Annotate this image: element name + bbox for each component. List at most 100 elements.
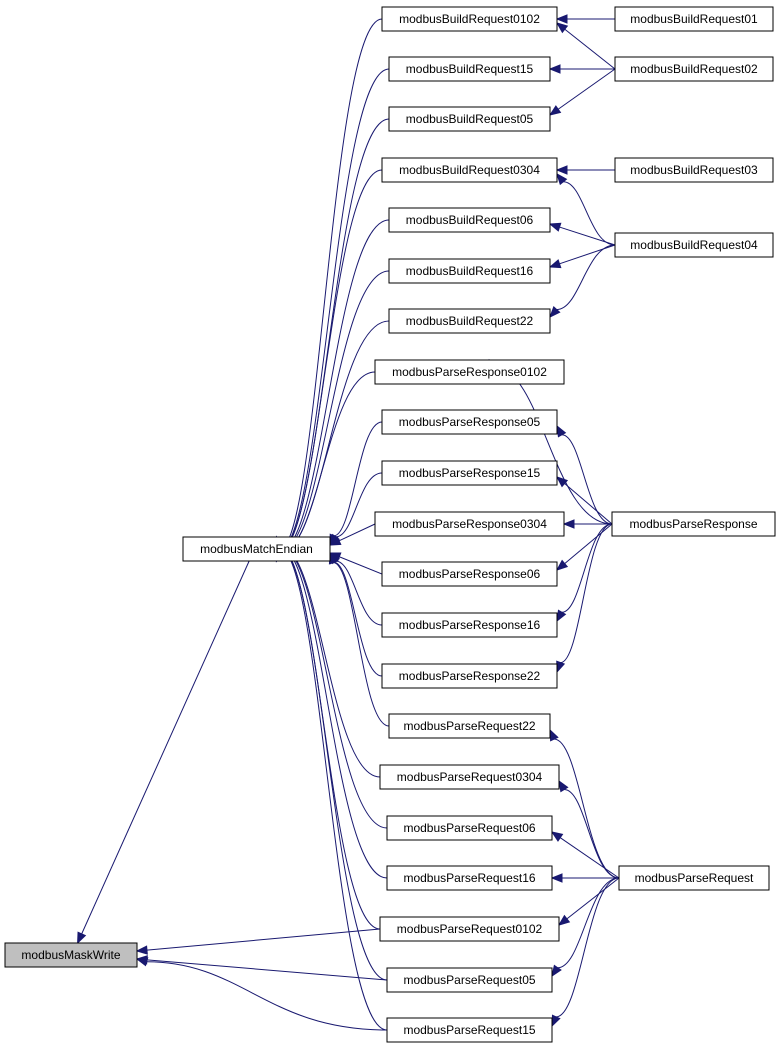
edge-preq-to-pq06 xyxy=(550,831,620,879)
node-modbus-parse-request-05[interactable]: modbusParseRequest05 xyxy=(386,967,553,993)
node-label: modbusParseRequest16 xyxy=(403,871,535,885)
node-label: modbusParseResponse05 xyxy=(399,415,541,429)
edge-presp-to-pr0304 xyxy=(562,519,612,529)
edge-presp-to-pr16 xyxy=(556,523,613,623)
node-modbus-parse-request-0102[interactable]: modbusParseRequest0102 xyxy=(379,916,560,942)
node-modbus-build-request-04[interactable]: modbusBuildRequest04 xyxy=(614,232,774,258)
node-modbus-build-request-0102[interactable]: modbusBuildRequest0102 xyxy=(381,6,558,32)
node-modbus-build-request-22[interactable]: modbusBuildRequest22 xyxy=(388,308,551,334)
node-modbus-parse-response[interactable]: modbusParseResponse xyxy=(611,511,776,537)
edge-br04-to-br16 xyxy=(548,244,616,269)
edge-pq15-to-matchendian xyxy=(274,535,388,1031)
node-label: modbusParseRequest05 xyxy=(403,973,535,987)
node-modbus-parse-response-0304[interactable]: modbusParseResponse0304 xyxy=(374,511,565,537)
edge-presp-to-pr05 xyxy=(556,424,613,525)
edge-br04-to-br0304 xyxy=(556,172,616,246)
edge-br02-to-br15 xyxy=(548,64,615,74)
edge-preq-to-pq16 xyxy=(550,873,619,883)
edge-pq16-to-matchendian xyxy=(275,535,388,879)
node-label: modbusParseResponse22 xyxy=(399,669,541,683)
edge-pq0304-to-matchendian xyxy=(275,535,381,778)
node-label: modbusParseResponse16 xyxy=(399,618,541,632)
node-modbus-parse-response-16[interactable]: modbusParseResponse16 xyxy=(381,612,558,638)
node-modbus-build-request-05[interactable]: modbusBuildRequest05 xyxy=(388,106,551,132)
node-label: modbusMaskWrite xyxy=(21,948,120,962)
node-label: modbusBuildRequest16 xyxy=(406,264,534,278)
node-modbus-build-request-03[interactable]: modbusBuildRequest03 xyxy=(614,157,774,183)
edge-pq05-to-maskwrite xyxy=(135,955,388,981)
node-modbus-parse-response-0102[interactable]: modbusParseResponse0102 xyxy=(374,359,565,385)
edge-pq0102-to-matchendian xyxy=(274,535,381,930)
node-label: modbusBuildRequest01 xyxy=(630,12,758,26)
node-label: modbusParseResponse0102 xyxy=(392,365,547,379)
edge-br15-to-matchendian xyxy=(274,68,390,563)
edge-presp-to-pr0102 xyxy=(488,358,613,525)
node-label: modbusBuildRequest05 xyxy=(406,112,534,126)
node-modbus-build-request-06[interactable]: modbusBuildRequest06 xyxy=(388,207,551,233)
edge-br01-to-br0102 xyxy=(555,14,615,24)
node-modbus-parse-response-06[interactable]: modbusParseResponse06 xyxy=(381,561,558,587)
node-label: modbusBuildRequest15 xyxy=(406,62,534,76)
node-label: modbusBuildRequest03 xyxy=(630,163,758,177)
edge-pr22-to-matchendian xyxy=(329,551,383,677)
edge-br03-to-br0304 xyxy=(555,165,615,175)
node-label: modbusBuildRequest02 xyxy=(630,62,758,76)
node-modbus-parse-response-15[interactable]: modbusParseResponse15 xyxy=(381,460,558,486)
edge-pq22-to-matchendian xyxy=(328,551,390,727)
edge-preq-to-pq22 xyxy=(549,728,620,879)
edge-pq15-to-maskwrite xyxy=(135,957,388,1031)
node-modbus-parse-request-0304[interactable]: modbusParseRequest0304 xyxy=(379,764,560,790)
edge-preq-to-pq15 xyxy=(551,877,620,1028)
edge-br04-to-br06 xyxy=(548,222,616,246)
node-modbus-parse-request-16[interactable]: modbusParseRequest16 xyxy=(386,865,553,891)
node-modbus-build-request-0304[interactable]: modbusBuildRequest0304 xyxy=(381,157,558,183)
node-label: modbusParseResponse15 xyxy=(399,466,541,480)
edge-pr05-to-matchendian xyxy=(329,421,383,547)
edge-matchendian-to-maskwrite xyxy=(77,560,250,945)
node-modbus-build-request-02[interactable]: modbusBuildRequest02 xyxy=(614,56,774,82)
node-label: modbusMatchEndian xyxy=(200,542,313,556)
node-label: modbusParseRequest15 xyxy=(403,1023,535,1037)
node-modbus-parse-response-22[interactable]: modbusParseResponse22 xyxy=(381,663,558,689)
node-label: modbusBuildRequest0304 xyxy=(399,163,540,177)
edge-br0304-to-matchendian xyxy=(274,169,383,563)
edge-br06-to-matchendian xyxy=(275,219,390,563)
node-modbus-match-endian[interactable]: modbusMatchEndian xyxy=(182,536,331,562)
node-modbus-build-request-15[interactable]: modbusBuildRequest15 xyxy=(388,56,551,82)
edge-br04-to-br22 xyxy=(549,244,616,318)
node-modbus-parse-response-05[interactable]: modbusParseResponse05 xyxy=(381,409,558,435)
edge-preq-to-pq0304 xyxy=(558,779,620,879)
node-modbus-build-request-16[interactable]: modbusBuildRequest16 xyxy=(388,258,551,284)
nodes-layer: modbusMaskWrite modbusMatchEndian modbus… xyxy=(4,6,776,1043)
edge-presp-to-pr15 xyxy=(555,476,613,525)
node-label: modbusParseRequest xyxy=(635,871,754,885)
edge-pq05-to-matchendian xyxy=(274,535,388,981)
node-label: modbusBuildRequest22 xyxy=(406,314,534,328)
edges-layer xyxy=(77,14,620,1031)
edge-presp-to-pr06 xyxy=(555,523,613,571)
edge-pr0304-to-matchendian xyxy=(328,523,376,546)
node-modbus-parse-request-22[interactable]: modbusParseRequest22 xyxy=(388,713,551,739)
node-label: modbusBuildRequest0102 xyxy=(399,12,540,26)
edge-preq-to-pq0102 xyxy=(557,877,620,926)
node-label: modbusBuildRequest06 xyxy=(406,213,534,227)
node-modbus-parse-request-06[interactable]: modbusParseRequest06 xyxy=(386,815,553,841)
node-label: modbusParseRequest22 xyxy=(403,719,535,733)
node-modbus-build-request-01[interactable]: modbusBuildRequest01 xyxy=(614,6,774,32)
node-label: modbusParseRequest0102 xyxy=(397,922,543,936)
edge-preq-to-pq05 xyxy=(551,877,620,978)
node-label: modbusParseResponse06 xyxy=(399,567,541,581)
node-modbus-parse-request-15[interactable]: modbusParseRequest15 xyxy=(386,1017,553,1043)
node-modbus-parse-request[interactable]: modbusParseRequest xyxy=(618,865,770,891)
edge-pq0102-to-maskwrite xyxy=(135,928,381,955)
node-label: modbusParseResponse xyxy=(629,517,757,531)
edge-br05-to-matchendian xyxy=(274,118,390,563)
edge-br02-to-br05 xyxy=(548,68,616,116)
node-modbus-mask-write[interactable]: modbusMaskWrite xyxy=(4,942,138,968)
edge-br02-to-br0102 xyxy=(555,22,616,70)
node-label: modbusBuildRequest04 xyxy=(630,238,758,252)
node-label: modbusParseResponse0304 xyxy=(392,517,547,531)
node-label: modbusParseRequest06 xyxy=(403,821,535,835)
edge-presp-to-pr22 xyxy=(556,523,613,674)
